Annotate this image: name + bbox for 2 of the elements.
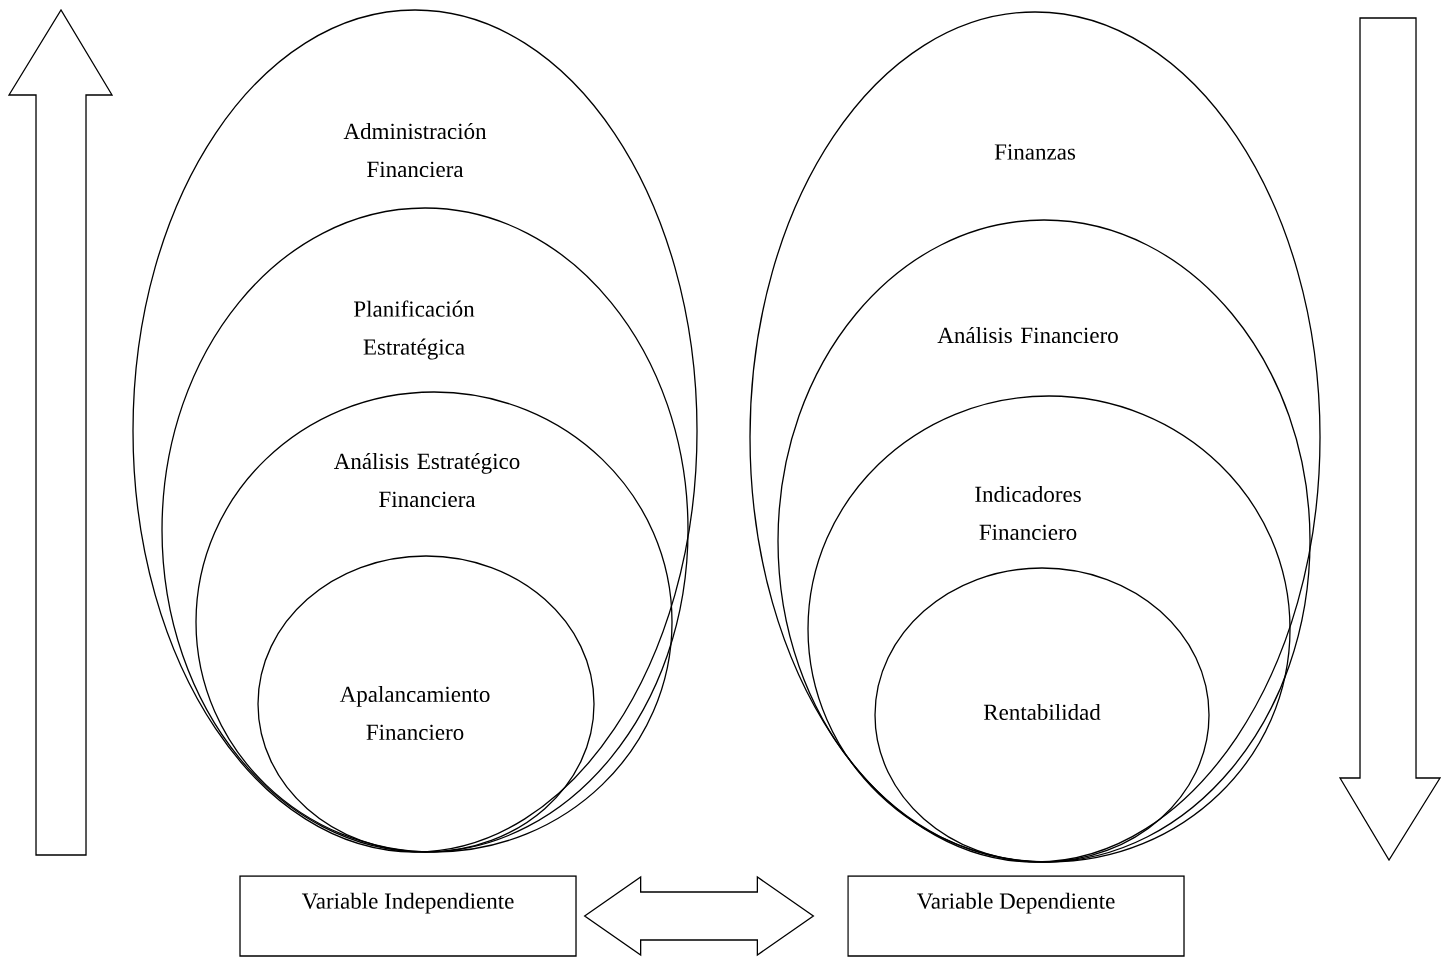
variable-box: Variable Independiente [239, 875, 577, 957]
variable-box: Variable Dependiente [847, 875, 1185, 957]
